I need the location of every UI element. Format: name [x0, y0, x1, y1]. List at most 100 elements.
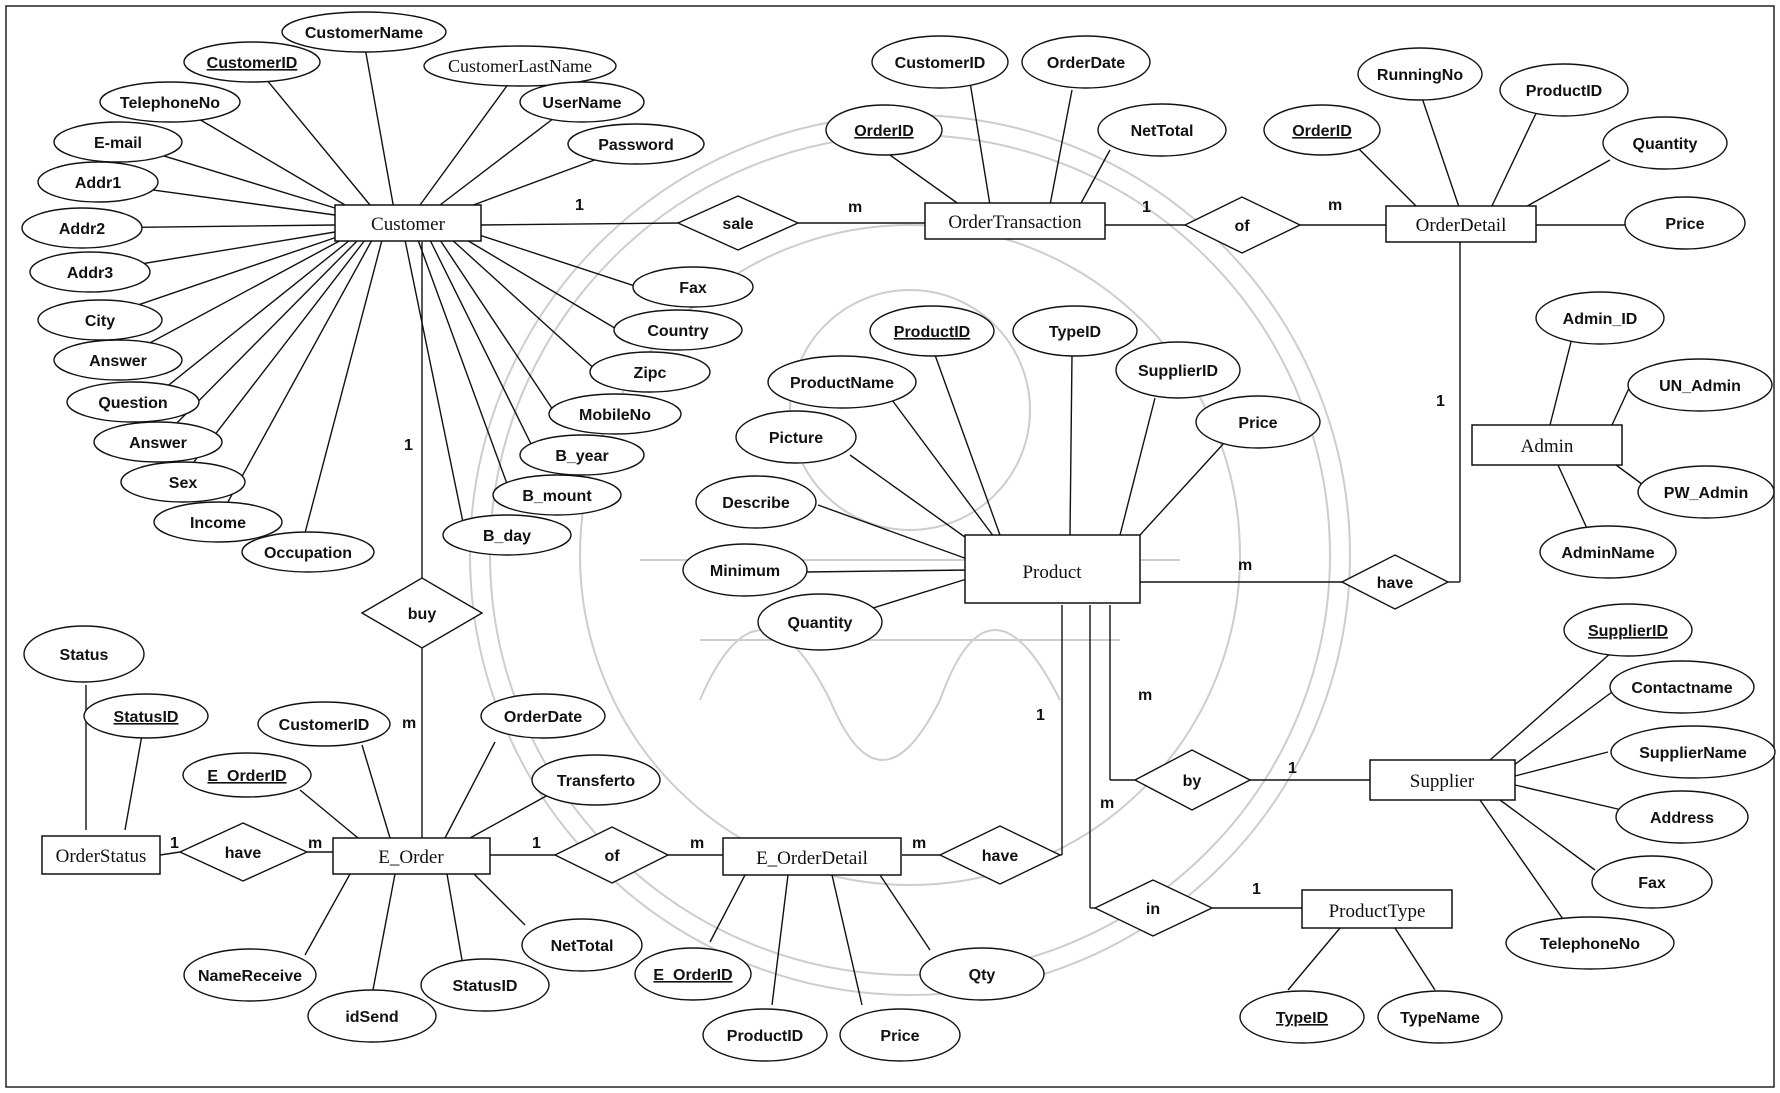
entity-label: E_Order [378, 847, 444, 868]
attribute-p-minimum: Minimum [682, 543, 808, 597]
svg-text:Addr3: Addr3 [67, 265, 113, 282]
attribute-od-running-no: RunningNo [1357, 47, 1483, 101]
svg-text:CustomerLastName: CustomerLastName [448, 56, 592, 76]
svg-text:CustomerID: CustomerID [207, 55, 298, 72]
svg-text:City: City [85, 313, 115, 330]
relationship-of-top: of [1183, 196, 1302, 254]
svg-text:NameReceive: NameReceive [198, 968, 302, 985]
entity-admin: Admin [1471, 424, 1623, 466]
attribute-od-quantity: Quantity [1602, 116, 1728, 170]
entity-customer: Customer [334, 204, 482, 242]
svg-text:UN_Admin: UN_Admin [1659, 378, 1741, 395]
svg-text:Minimum: Minimum [710, 563, 780, 580]
svg-text:OrderID: OrderID [854, 123, 914, 140]
svg-text:Addr2: Addr2 [59, 221, 105, 238]
cardinality-label: m [1138, 687, 1152, 704]
cardinality-label: 1 [404, 437, 413, 454]
relationship-sale: sale [676, 195, 800, 251]
svg-text:Qty: Qty [969, 967, 996, 984]
svg-text:E_OrderID: E_OrderID [207, 768, 286, 785]
relationship-of-bottom: of [553, 826, 670, 884]
attribute-mobile-no: MobileNo [548, 393, 682, 435]
attribute-admin-name: AdminName [1539, 525, 1677, 579]
svg-text:Price: Price [1238, 415, 1277, 432]
svg-text:SupplierID: SupplierID [1138, 363, 1218, 380]
svg-text:Picture: Picture [769, 430, 823, 447]
svg-text:CustomerName: CustomerName [305, 25, 423, 42]
svg-text:Country: Country [647, 323, 708, 340]
attribute-b-day: B_day [442, 514, 572, 556]
cardinality-label: 1 [1288, 760, 1297, 777]
cardinality-label: m [912, 835, 926, 852]
attribute-od-order-id-key: OrderID [1263, 104, 1381, 156]
relationship-label: have [225, 845, 262, 862]
svg-text:B_year: B_year [555, 448, 608, 465]
attribute-email: E-mail [53, 121, 183, 163]
attribute-pt-type-name: TypeName [1377, 990, 1503, 1044]
attribute-zipc: Zipc [589, 351, 711, 393]
attribute-admin-id: Admin_ID [1535, 291, 1665, 345]
entity-label: Admin [1521, 436, 1574, 457]
svg-text:PW_Admin: PW_Admin [1664, 485, 1748, 502]
attribute-od-price: Price [1624, 196, 1746, 250]
svg-text:Addr1: Addr1 [75, 175, 121, 192]
attribute-city: City [37, 299, 163, 341]
svg-text:B_day: B_day [483, 528, 531, 545]
svg-text:Question: Question [98, 395, 167, 412]
entity-label: OrderTransaction [948, 212, 1082, 233]
attribute-answer-2: Answer [93, 421, 223, 463]
svg-text:Describe: Describe [722, 495, 790, 512]
attribute-addr1: Addr1 [37, 161, 159, 203]
entity-product-type: ProductType [1301, 889, 1453, 929]
attribute-pt-type-id-key: TypeID [1239, 990, 1365, 1044]
attribute-user-name: UserName [519, 81, 645, 123]
cardinality-label: m [308, 835, 322, 852]
attribute-s-contact-name: Contactname [1609, 660, 1755, 714]
svg-text:Admin_ID: Admin_ID [1563, 311, 1638, 328]
attribute-s-telephone-no: TelephoneNo [1505, 916, 1675, 970]
cardinality-label: m [1100, 795, 1114, 812]
relationship-in: in [1093, 879, 1214, 937]
entity-label: OrderStatus [56, 846, 147, 867]
svg-text:Address: Address [1650, 810, 1714, 827]
relationship-label: of [604, 848, 620, 865]
relationship-have-product: have [938, 825, 1062, 885]
attribute-answer-1: Answer [53, 339, 183, 381]
svg-text:Transferto: Transferto [557, 773, 635, 790]
entity-order-transaction: OrderTransaction [924, 202, 1106, 240]
svg-text:Quantity: Quantity [788, 615, 853, 632]
relationship-label: have [1377, 575, 1414, 592]
attribute-ot-order-id-key: OrderID [825, 104, 943, 156]
diagram-border [5, 5, 1775, 1088]
attribute-p-picture: Picture [735, 410, 857, 464]
cardinality-label: m [402, 715, 416, 732]
attribute-eo-net-total: NetTotal [521, 918, 643, 972]
attribute-ot-customer-id: CustomerID [871, 35, 1009, 89]
attribute-income: Income [153, 501, 283, 543]
attribute-question: Question [66, 381, 200, 423]
cardinality-label: 1 [1142, 199, 1151, 216]
svg-text:Contactname: Contactname [1631, 680, 1732, 697]
svg-text:TypeID: TypeID [1276, 1010, 1328, 1027]
svg-text:Answer: Answer [129, 435, 187, 452]
svg-text:Quantity: Quantity [1633, 136, 1698, 153]
attribute-b-year: B_year [519, 434, 645, 476]
cardinality-label: 1 [532, 835, 541, 852]
attribute-eo-order-date: OrderDate [480, 693, 606, 739]
svg-text:ProductName: ProductName [790, 375, 894, 392]
svg-text:StatusID: StatusID [114, 709, 179, 726]
cardinality-label: m [1238, 557, 1252, 574]
svg-text:idSend: idSend [345, 1009, 398, 1026]
svg-text:Password: Password [598, 137, 674, 154]
svg-text:AdminName: AdminName [1561, 545, 1654, 562]
svg-text:SupplierName: SupplierName [1639, 745, 1747, 762]
svg-text:Zipc: Zipc [634, 365, 667, 382]
entity-order-detail: OrderDetail [1385, 205, 1537, 243]
attribute-p-price: Price [1195, 395, 1321, 449]
relationship-label: by [1183, 773, 1202, 790]
attribute-od-product-id: ProductID [1499, 63, 1629, 117]
svg-text:Sex: Sex [169, 475, 198, 492]
entity-supplier: Supplier [1369, 759, 1516, 801]
cardinality-label: 1 [1252, 881, 1261, 898]
attribute-customer-id-key: CustomerID [183, 41, 321, 83]
